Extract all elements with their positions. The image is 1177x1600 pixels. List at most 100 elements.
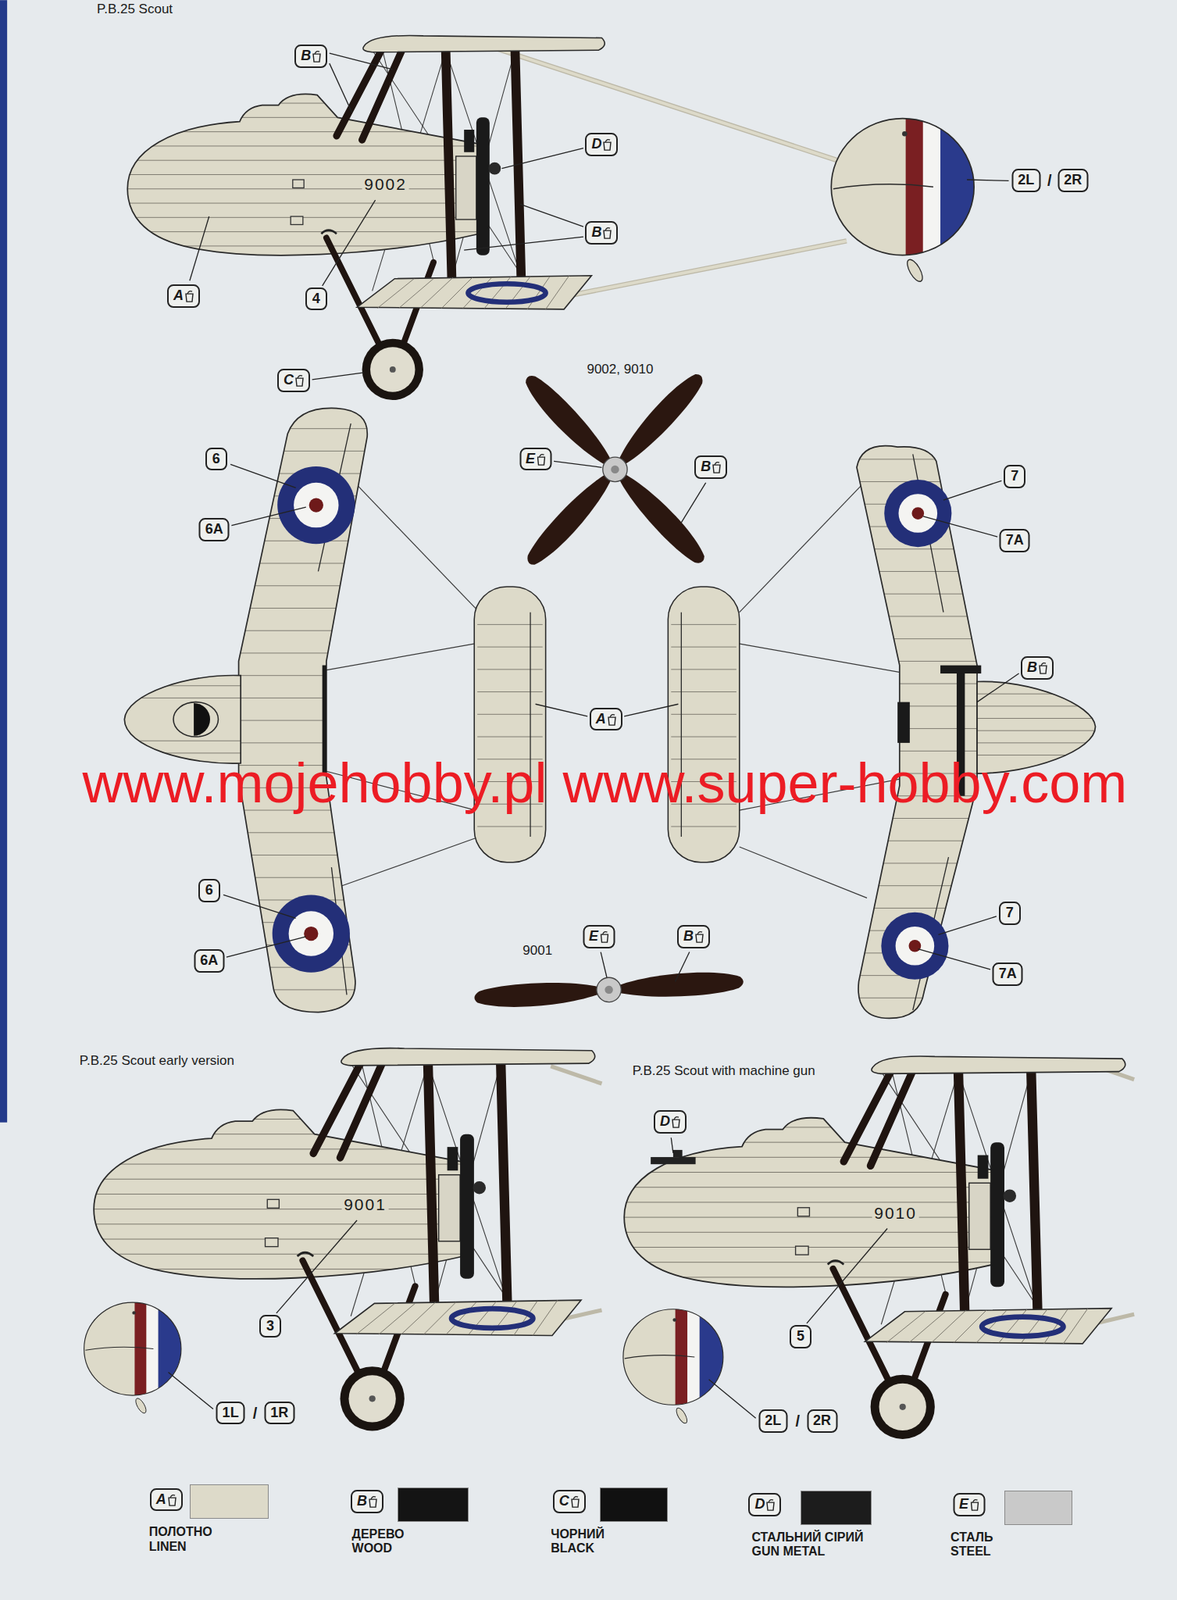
plan-view-bottom [977, 693, 1098, 695]
callout-number: 6A [193, 948, 225, 973]
paint-icon [605, 227, 610, 231]
callout-number: 2R [806, 1408, 838, 1433]
paint-callout: B [584, 221, 618, 245]
variant-note: 9002, 9010 [584, 360, 656, 378]
leader-lines [230, 463, 297, 488]
color-swatch [397, 1487, 469, 1522]
paint-icon [713, 464, 721, 473]
plan-view-bottom [851, 593, 985, 595]
leader-lines [943, 480, 1002, 500]
plan-view-top [352, 479, 480, 613]
plan-view-top [477, 646, 543, 648]
paint-icon [605, 139, 610, 143]
plan-view-bottom [851, 997, 985, 999]
plan-view-top [193, 702, 211, 736]
callout-number: 6 [205, 447, 228, 471]
paint-icon [170, 1494, 175, 1498]
side-view-9001 [84, 1048, 603, 1431]
callout-number: 2L [758, 1408, 788, 1433]
leader-lines [600, 952, 607, 978]
plan-view-bottom [851, 459, 985, 999]
paint-icon [602, 138, 612, 151]
paint-callout: B [294, 44, 328, 68]
leader-lines [312, 372, 365, 380]
callout-number: 7A [999, 528, 1031, 553]
legend-text: ЧОРНИЙ BLACK [550, 1526, 623, 1556]
leader-lines [917, 948, 991, 970]
plan-view-bottom [856, 445, 978, 1019]
plan-view-top [309, 497, 324, 512]
variant-note: 9001 [520, 942, 555, 960]
legend-text: СТАЛЬ STEEL [950, 1530, 1013, 1559]
side-view-9002 [831, 115, 978, 284]
plan-view-bottom [851, 884, 985, 886]
callout-number: 2L [1011, 168, 1041, 193]
paint-icon [573, 1496, 578, 1500]
plan-view-top [477, 736, 543, 738]
paint-icon [603, 230, 611, 239]
paint-icon [603, 142, 611, 150]
leader-lines [966, 179, 1010, 181]
plan-view-top [122, 407, 546, 1012]
leader-lines [670, 1137, 674, 1153]
leader-lines [709, 1379, 757, 1419]
callout-number: 6A [199, 517, 230, 542]
paint-callout: A [167, 284, 200, 308]
paint-icon [570, 1494, 580, 1508]
paint-icon [607, 713, 617, 726]
leader-lines [276, 1219, 357, 1313]
plan-view-top [229, 697, 378, 699]
color-swatch [800, 1490, 872, 1525]
color-swatch [189, 1483, 269, 1519]
paint-callout: B [350, 1489, 384, 1513]
scan-edge [0, 0, 8, 1122]
color-swatch [1004, 1490, 1073, 1525]
plan-view-top [277, 466, 355, 544]
plan-view-top [238, 407, 368, 1012]
callout-number: 5 [789, 1324, 812, 1349]
side-view-9001 [550, 1066, 602, 1084]
plan-view-bottom [851, 660, 985, 662]
paint-callout: C [552, 1489, 586, 1513]
callout-number: 7 [1003, 464, 1026, 489]
paint-icon [297, 375, 303, 379]
leader-lines [329, 63, 353, 113]
legend-entry: ДЕРЕВО WOOD [352, 1526, 425, 1556]
propeller-four-blade [602, 456, 628, 482]
plan-view-top [124, 675, 241, 764]
plan-view-top [229, 584, 378, 586]
plan-view-top [477, 691, 543, 692]
paint-icon [972, 1499, 978, 1503]
leader-lines [977, 673, 1020, 703]
serial-number: 9001 [341, 1195, 389, 1214]
paint-icon [295, 374, 304, 387]
legend-entry: СТАЛЬНИЙ СІРИЙ GUN METAL [751, 1530, 881, 1559]
panel-heading: P.B.25 Scout early version [79, 1053, 235, 1069]
paint-callout: D [584, 133, 618, 157]
plan-view-bottom [851, 548, 985, 550]
plan-view-top [229, 428, 378, 429]
leader-lines [806, 1227, 888, 1323]
panel-heading: P.B.25 Scout with machine gun [632, 1063, 816, 1079]
side-view-9010 [623, 1055, 1135, 1439]
paint-icon [697, 930, 703, 935]
paint-icon [368, 1494, 378, 1508]
plan-view-bottom [851, 840, 985, 842]
paint-icon [609, 713, 615, 717]
plan-view-bottom [909, 939, 922, 953]
plan-view-bottom [856, 445, 978, 1019]
callout-number: 1R [263, 1401, 295, 1425]
paint-icon [369, 1498, 377, 1507]
legend-text: ПОЛОТНО LINEN [149, 1524, 228, 1554]
plan-view-top [229, 741, 378, 743]
leader-lines [167, 1372, 213, 1409]
plan-view-bottom [851, 817, 985, 819]
plan-view-top [229, 831, 378, 833]
paint-icon [185, 289, 194, 303]
side-view-9002 [127, 35, 605, 401]
legend-entry: СТАЛЬ STEEL [950, 1530, 1013, 1559]
plan-view-bottom [898, 493, 938, 533]
plan-view-top [229, 450, 378, 452]
legend-text: СТАЛЬНИЙ СІРИЙ GUN METAL [751, 1530, 881, 1559]
paint-icon [766, 1498, 775, 1511]
